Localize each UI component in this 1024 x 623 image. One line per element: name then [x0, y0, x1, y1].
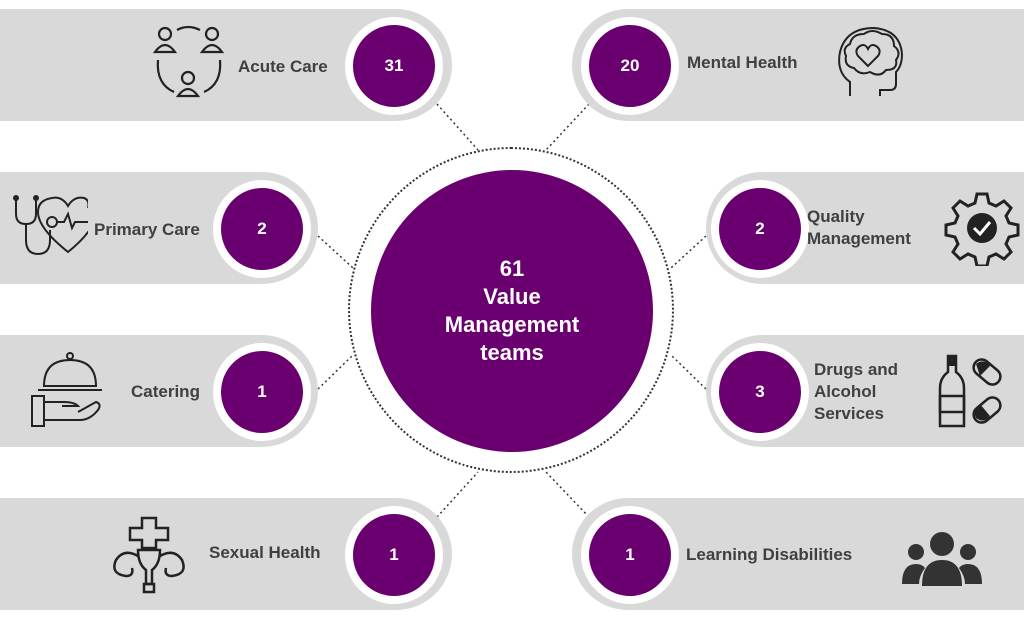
bottle-pills-icon — [938, 354, 1002, 428]
connector-learning-disabilities — [545, 471, 590, 518]
label-primary-care: Primary Care — [94, 220, 200, 239]
count-catering: 1 — [213, 343, 311, 441]
people-network-icon — [152, 25, 225, 98]
cloche-hand-icon — [31, 352, 102, 427]
stethoscope-heart-icon — [13, 195, 88, 256]
label-quality-management: Quality Management — [807, 207, 911, 248]
connector-mental-health — [545, 103, 590, 151]
group-people-icon — [902, 532, 982, 586]
gear-check-icon — [944, 192, 1020, 266]
head-heart-icon — [838, 26, 904, 96]
count-learning-disabilities: 1 — [581, 506, 679, 604]
count-drugs-alcohol: 3 — [711, 343, 809, 441]
count-mental-health: 20 — [581, 17, 679, 115]
connector-drugs-alcohol — [670, 354, 707, 390]
count-acute-care: 31 — [345, 17, 443, 115]
count-primary-care: 2 — [213, 180, 311, 278]
center-count: 61 — [499, 256, 525, 281]
reproductive-cross-icon — [113, 516, 185, 594]
count-sexual-health: 1 — [345, 506, 443, 604]
center-line-1: Value — [483, 284, 541, 309]
connector-primary-care — [317, 235, 354, 269]
connector-sexual-health — [436, 471, 479, 518]
label-learning-disabilities: Learning Disabilities — [686, 545, 853, 564]
center-line-2: Management — [444, 312, 580, 337]
label-drugs-alcohol: Drugs and Alcohol Services — [814, 360, 899, 423]
label-mental-health: Mental Health — [687, 53, 798, 72]
connector-quality-management — [670, 235, 707, 269]
connector-catering — [317, 354, 354, 390]
count-quality-management: 2 — [711, 180, 809, 278]
label-sexual-health: Sexual Health — [209, 543, 321, 562]
label-catering: Catering — [131, 382, 200, 401]
connector-acute-care — [436, 103, 479, 151]
label-acute-care: Acute Care — [238, 57, 328, 76]
center-hub: 61 Value Management teams — [371, 170, 653, 452]
center-line-3: teams — [480, 340, 544, 365]
